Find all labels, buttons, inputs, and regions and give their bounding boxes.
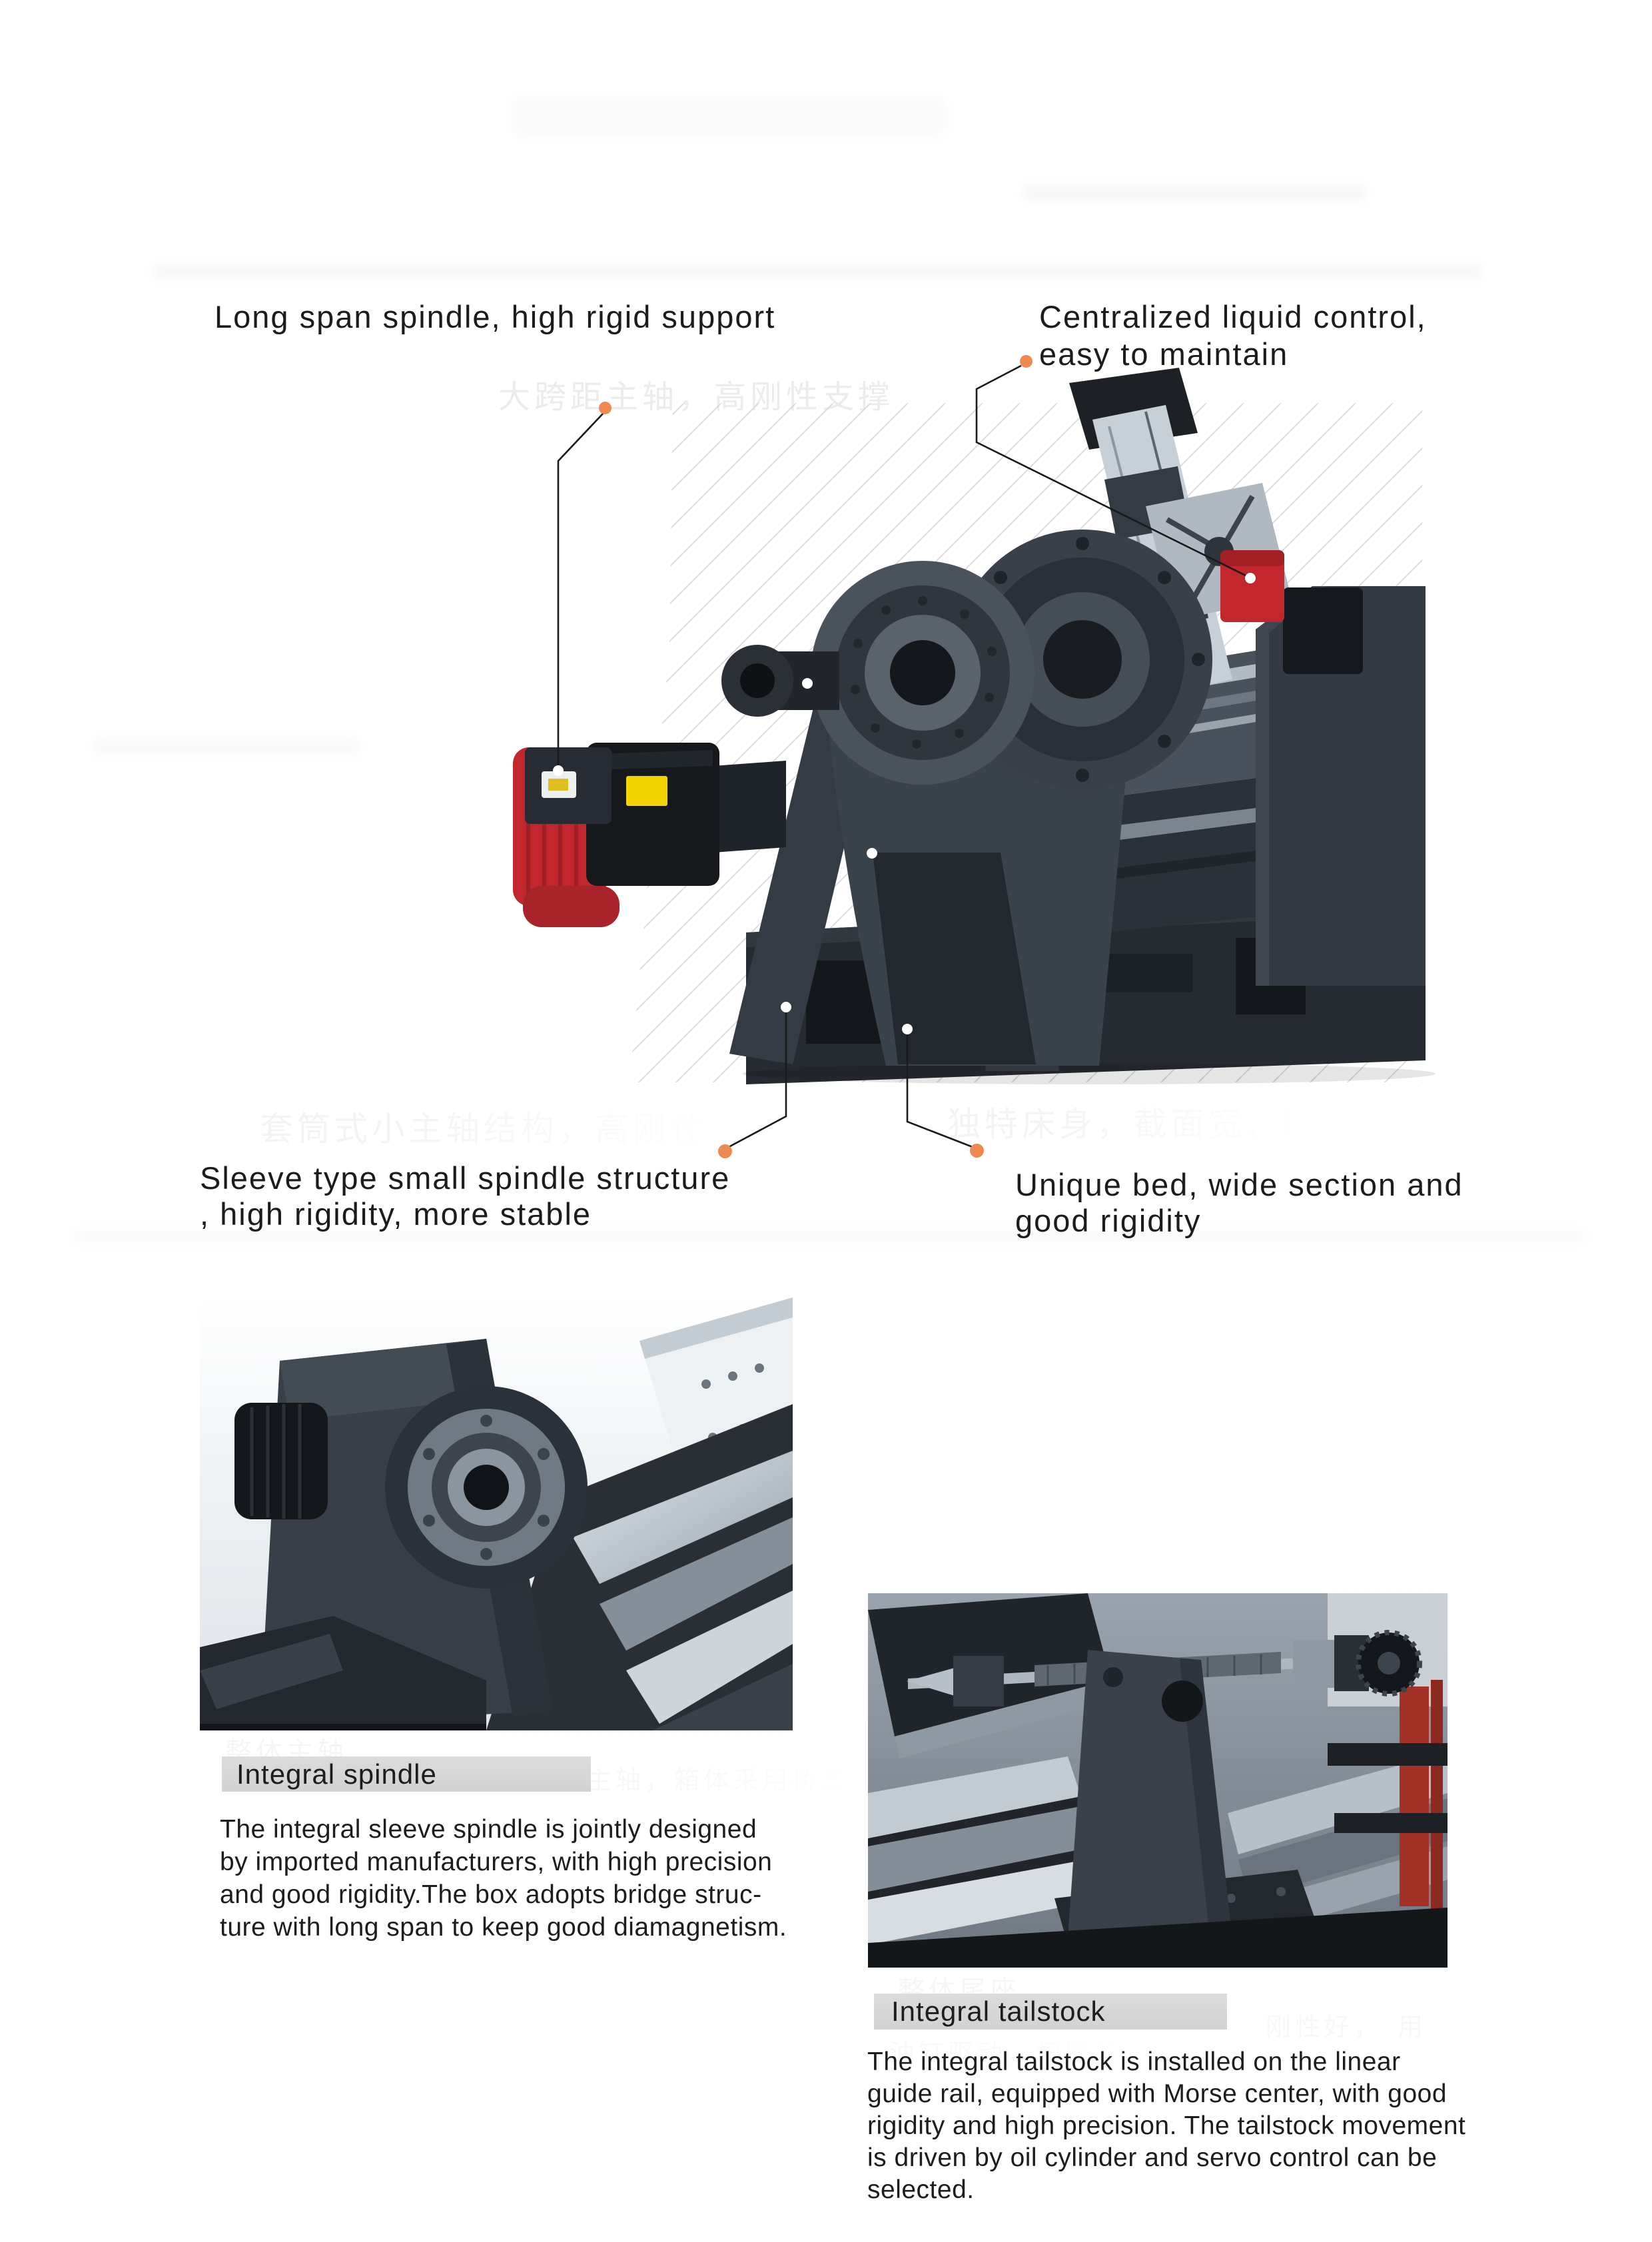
paper-smudge (153, 265, 1482, 278)
paragraph-line: guide rail, equipped with Morse center, … (867, 2079, 1447, 2108)
section-label: Integral spindle (236, 1758, 437, 1790)
integral-spindle-paragraph: The integral sleeve spindle is jointly d… (220, 1813, 787, 1944)
callout-line: Long span spindle, high rigid support (214, 299, 776, 334)
morse-center (907, 1656, 1004, 1706)
motor-yellow-label (626, 776, 667, 806)
callout-dot-unique-bed (970, 1144, 984, 1158)
callout-unique-bed: Unique bed, wide section and good rigidi… (1015, 1167, 1463, 1239)
lathe-machine-photo (513, 368, 1436, 1084)
integral-tailstock-label-bar: Integral tailstock (874, 1994, 1227, 2030)
paragraph-line: The integral tailstock is installed on t… (867, 2048, 1401, 2076)
motor-coupling (713, 761, 786, 853)
spindle-servo-motor (513, 743, 786, 927)
lower-left-rails (868, 1756, 1128, 1945)
callout-dot-long-span-spindle (599, 402, 612, 414)
bed-rails (486, 1404, 793, 1730)
callout-line: Sleeve type small spindle structure (200, 1160, 731, 1196)
photo-bottom-shadow (868, 1908, 1447, 1968)
paragraph-line: selected. (867, 2175, 975, 2204)
integral-tailstock-photo (868, 1593, 1447, 1968)
paragraph-line: and good rigidity.The box adopts bridge … (220, 1880, 762, 1909)
integral-tailstock-paragraph: The integral tailstock is installed on t… (867, 2046, 1465, 2206)
paragraph-line: is driven by oil cylinder and servo cont… (867, 2143, 1438, 2172)
paragraph-line: The integral sleeve spindle is jointly d… (220, 1815, 757, 1844)
callout-dot-liquid-control (1020, 355, 1032, 368)
paper-smudge (513, 97, 946, 137)
watermark-cn-tailstock-frag3: 油缸驱动，伺服控制。 (889, 2040, 1183, 2068)
integral-spindle-label-bar: Integral spindle (222, 1756, 591, 1792)
tool-motor-cap (1283, 587, 1363, 674)
paper-smudge (93, 738, 360, 755)
tailstock-bore (1162, 1681, 1203, 1722)
watermark-cn-tailstock-frag2: 用 (1398, 2014, 1428, 2042)
paper-smudge (1023, 185, 1366, 202)
watermark-cn-bed: 独特床身，截面宽、刚性好 (947, 1106, 1395, 1143)
integral-spindle-photo (200, 1298, 793, 1730)
callout-line: , high rigidity, more stable (200, 1196, 592, 1232)
headstock (721, 530, 1212, 1071)
section-label: Integral tailstock (891, 1996, 1106, 2027)
callout-dot-sleeve-spindle (718, 1144, 732, 1158)
front-bearing-housing (811, 561, 1034, 785)
paper-smudge (73, 1229, 1585, 1244)
paragraph-line: rigidity and high precision. The tailsto… (867, 2111, 1466, 2140)
spindle-pulley (234, 1403, 328, 1519)
callout-long-span-spindle: Long span spindle, high rigid support (214, 298, 775, 336)
red-frame (1328, 1680, 1447, 1910)
spindle-bearing-face (385, 1386, 588, 1589)
watermark-cn-sleeve: 套筒式小主轴结构，高刚性，更稳定 (260, 1110, 857, 1148)
paragraph-line: by imported manufacturers, with high pre… (220, 1848, 773, 1876)
callout-line: easy to maintain (1039, 336, 1289, 372)
watermark-cn-tailstock-frag1: 刚性好， (1266, 2014, 1384, 2042)
base-bracket (200, 1616, 486, 1730)
motor-black-body (586, 743, 719, 886)
callout-sleeve-spindle: Sleeve type small spindle structure , hi… (200, 1160, 730, 1232)
callout-liquid-control: Centralized liquid control, easy to main… (1039, 298, 1427, 373)
callout-line: good rigidity (1015, 1203, 1202, 1238)
paragraph-line: ture with long span to keep good diamagn… (220, 1913, 787, 1942)
tailstock-end-block (1256, 586, 1426, 986)
callout-line: Unique bed, wide section and (1015, 1167, 1463, 1202)
callout-line: Centralized liquid control, (1039, 299, 1427, 334)
